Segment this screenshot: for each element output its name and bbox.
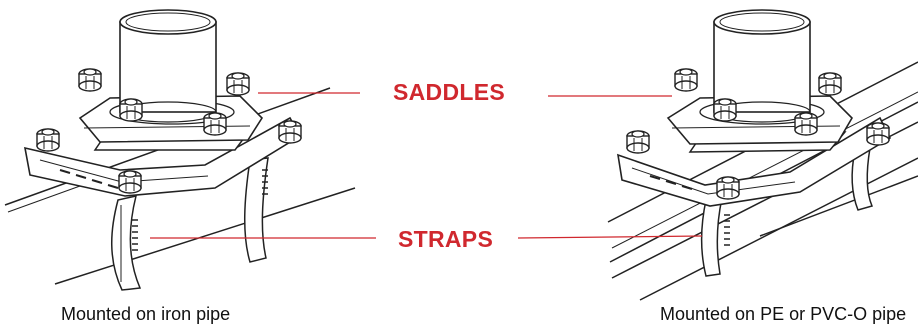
callout-lines [150, 92, 703, 239]
caption-iron-pipe: Mounted on iron pipe [61, 304, 231, 324]
right-outlet-pipe [713, 9, 811, 123]
caption-pe-pvc-pipe: Mounted on PE or PVC-O pipe [660, 304, 907, 324]
straps-leader-right [517, 235, 703, 239]
assembly-pe-pvc-pipe [607, 9, 918, 301]
left-strap-rear [243, 157, 269, 263]
left-outlet-pipe [119, 9, 217, 123]
assembly-iron-pipe [4, 9, 356, 291]
right-strap-rear [851, 147, 874, 211]
saddles-label: SADDLES [393, 79, 506, 105]
right-strap-front [700, 197, 730, 277]
straps-label: STRAPS [398, 226, 494, 252]
left-strap-front [111, 195, 142, 291]
